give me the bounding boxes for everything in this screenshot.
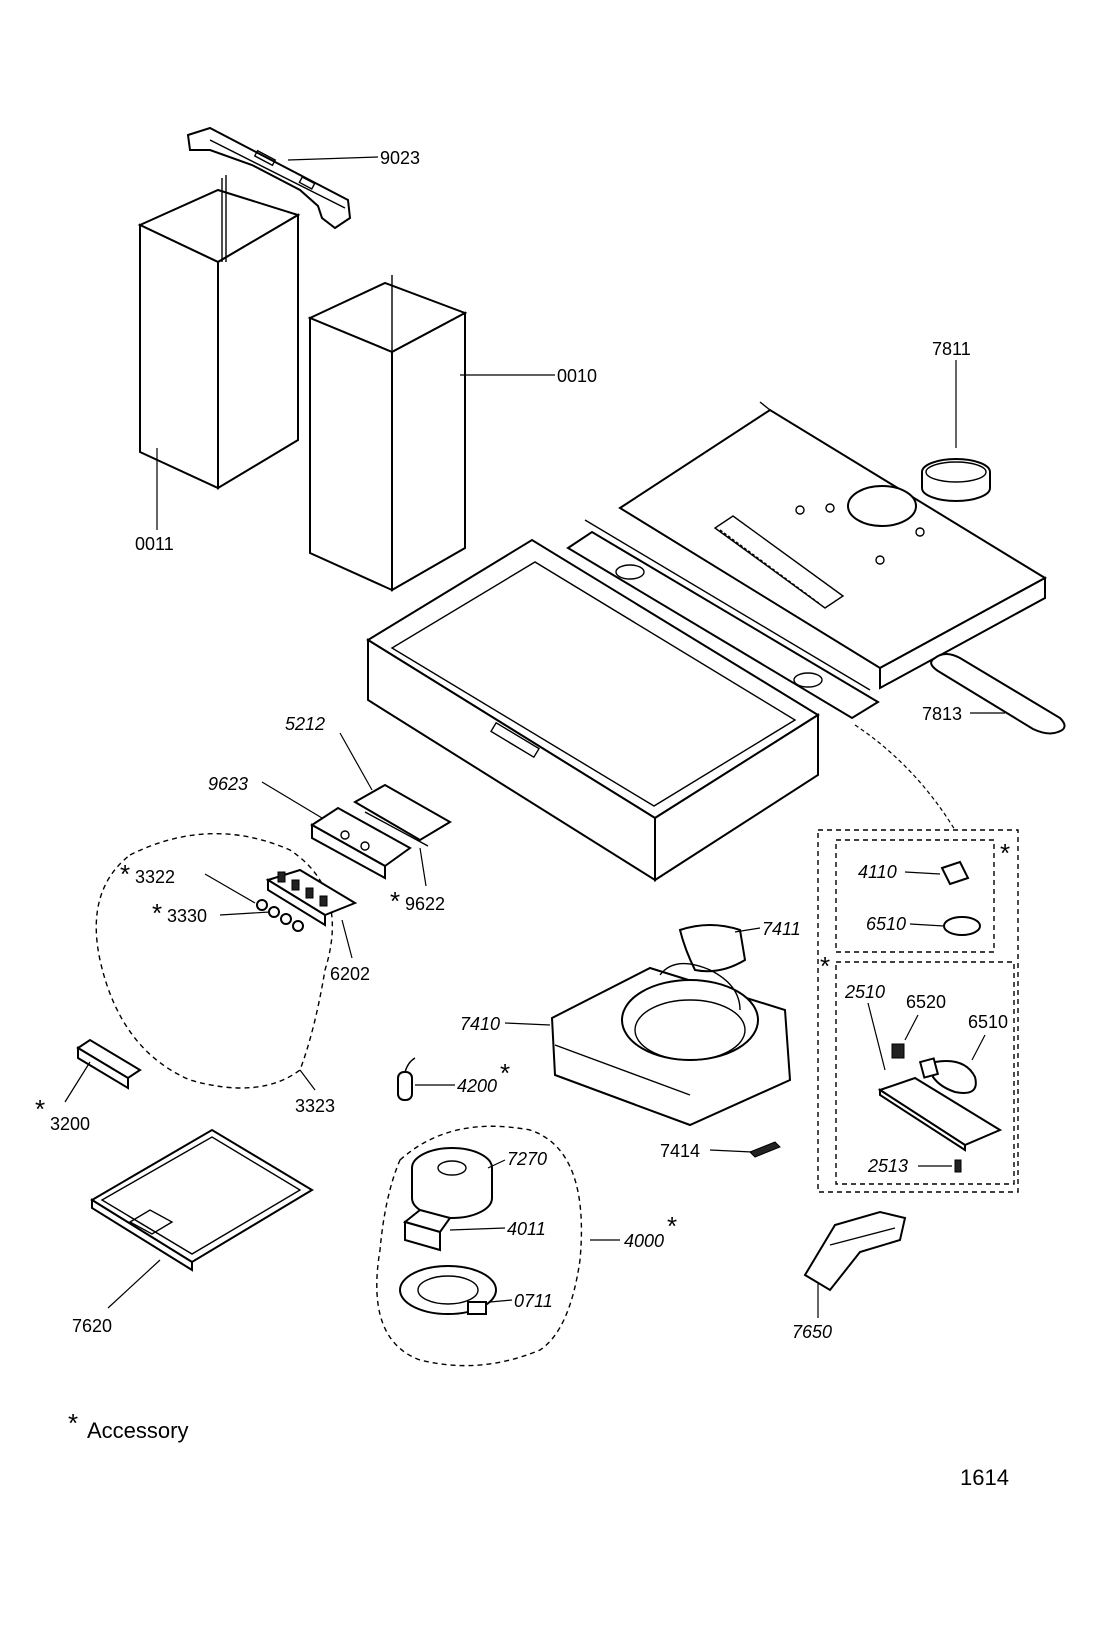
label-0010: 0010	[557, 366, 597, 386]
duct-cover-0010	[307, 275, 468, 592]
leader-4011	[449, 1227, 506, 1231]
leader-4110	[904, 871, 941, 875]
label-2513: 2513	[867, 1156, 908, 1176]
knobs-3330	[256, 899, 304, 932]
collar-7811	[921, 458, 991, 502]
leader-5212	[339, 732, 373, 791]
motor-4011	[402, 1208, 452, 1252]
capacitor-4200	[397, 1057, 416, 1101]
label-7411: 7411	[762, 919, 801, 939]
label-9023: 9023	[380, 148, 420, 168]
top-plate	[618, 401, 1047, 690]
label-7813: 7813	[922, 704, 962, 724]
leader-6520	[904, 1014, 919, 1041]
group-outline-lighting	[817, 829, 1019, 1193]
grease-filter-7620	[90, 1128, 314, 1272]
accessory-star-3322: *	[120, 859, 130, 889]
leader-3200	[64, 1061, 91, 1103]
led-4110	[940, 860, 970, 886]
switch-block-6202	[265, 868, 358, 927]
fan-housing-7410	[550, 962, 792, 1127]
label-3322: 3322	[135, 867, 175, 887]
label-3330: 3330	[167, 906, 207, 926]
lampholder-6520	[891, 1043, 905, 1059]
label-6520: 6520	[906, 992, 946, 1012]
label-6510a: 6510	[866, 914, 906, 934]
diffuser-2510	[877, 1076, 1003, 1152]
leader-6510a	[909, 923, 945, 927]
hood-frame	[366, 538, 820, 882]
label-4200: 4200	[457, 1076, 497, 1096]
leader-7270	[487, 1159, 506, 1169]
housing-9623	[310, 806, 412, 880]
page-number: 1614	[960, 1465, 1009, 1490]
leader-7410	[504, 1022, 551, 1026]
label-4011: 4011	[507, 1219, 546, 1239]
label-0711: 0711	[514, 1291, 553, 1311]
label-2510: 2510	[844, 982, 885, 1002]
label-7811: 7811	[932, 339, 971, 359]
accessory-star-bulb: *	[820, 951, 830, 981]
bracket-9023	[186, 126, 352, 230]
accessory-star-3200: *	[35, 1094, 45, 1124]
label-7270: 7270	[507, 1149, 547, 1169]
label-9623: 9623	[208, 774, 248, 794]
legend-star: *	[68, 1408, 78, 1438]
accessory-star-9622: *	[390, 886, 400, 916]
leader-9622	[419, 847, 427, 887]
clip-7414	[749, 1141, 781, 1158]
lamp-6510a	[943, 916, 981, 936]
leader-7620	[107, 1259, 161, 1309]
group-outline-3323	[95, 833, 334, 1089]
leader-9623	[261, 781, 323, 819]
deflector-7650	[803, 1210, 907, 1292]
cover-5212	[352, 783, 452, 847]
leader-9023	[287, 156, 379, 161]
label-6510b: 6510	[968, 1012, 1008, 1032]
leader-0711	[489, 1299, 513, 1303]
legend-text: Accessory	[87, 1418, 188, 1443]
label-0011: 0011	[135, 534, 174, 554]
flap-7411	[678, 924, 747, 973]
duct-cover-0011	[137, 175, 301, 490]
label-5212: 5212	[285, 714, 325, 734]
label-3323: 3323	[295, 1096, 335, 1116]
bulb-6510	[918, 1057, 977, 1094]
group-outline-bulb	[835, 961, 1015, 1185]
label-4000: 4000	[624, 1231, 664, 1251]
label-3200: 3200	[50, 1114, 90, 1134]
leader-6202	[341, 919, 353, 959]
blower-7270	[411, 1147, 493, 1219]
leader-3323	[299, 1069, 316, 1091]
leader-7414	[709, 1149, 753, 1153]
strip-7813	[930, 653, 1066, 735]
leader-6510b	[971, 1034, 986, 1061]
label-7414: 7414	[660, 1141, 700, 1161]
callout-line	[854, 724, 956, 831]
label-7650: 7650	[792, 1322, 832, 1342]
label-6202: 6202	[330, 964, 370, 984]
label-7410: 7410	[460, 1014, 500, 1034]
group-outline-led	[835, 839, 995, 953]
leader-7411	[734, 927, 761, 933]
accessory-star-3330: *	[152, 898, 162, 928]
screw-2513	[954, 1159, 962, 1173]
accessory-star-led: *	[1000, 838, 1010, 868]
lamp-fitting-3200	[76, 1038, 142, 1090]
label-9622: 9622	[405, 894, 445, 914]
leader-2510	[867, 1002, 886, 1071]
leader-3322	[204, 873, 256, 904]
group-outline-4000	[376, 1125, 583, 1367]
accessory-star-4000: *	[667, 1211, 677, 1241]
label-7620: 7620	[72, 1316, 112, 1336]
motor-plate-0711	[399, 1265, 497, 1315]
slide-rail	[566, 519, 880, 720]
leader-3330	[219, 911, 271, 916]
accessory-star-4200: *	[500, 1058, 510, 1088]
label-4110: 4110	[858, 862, 897, 882]
